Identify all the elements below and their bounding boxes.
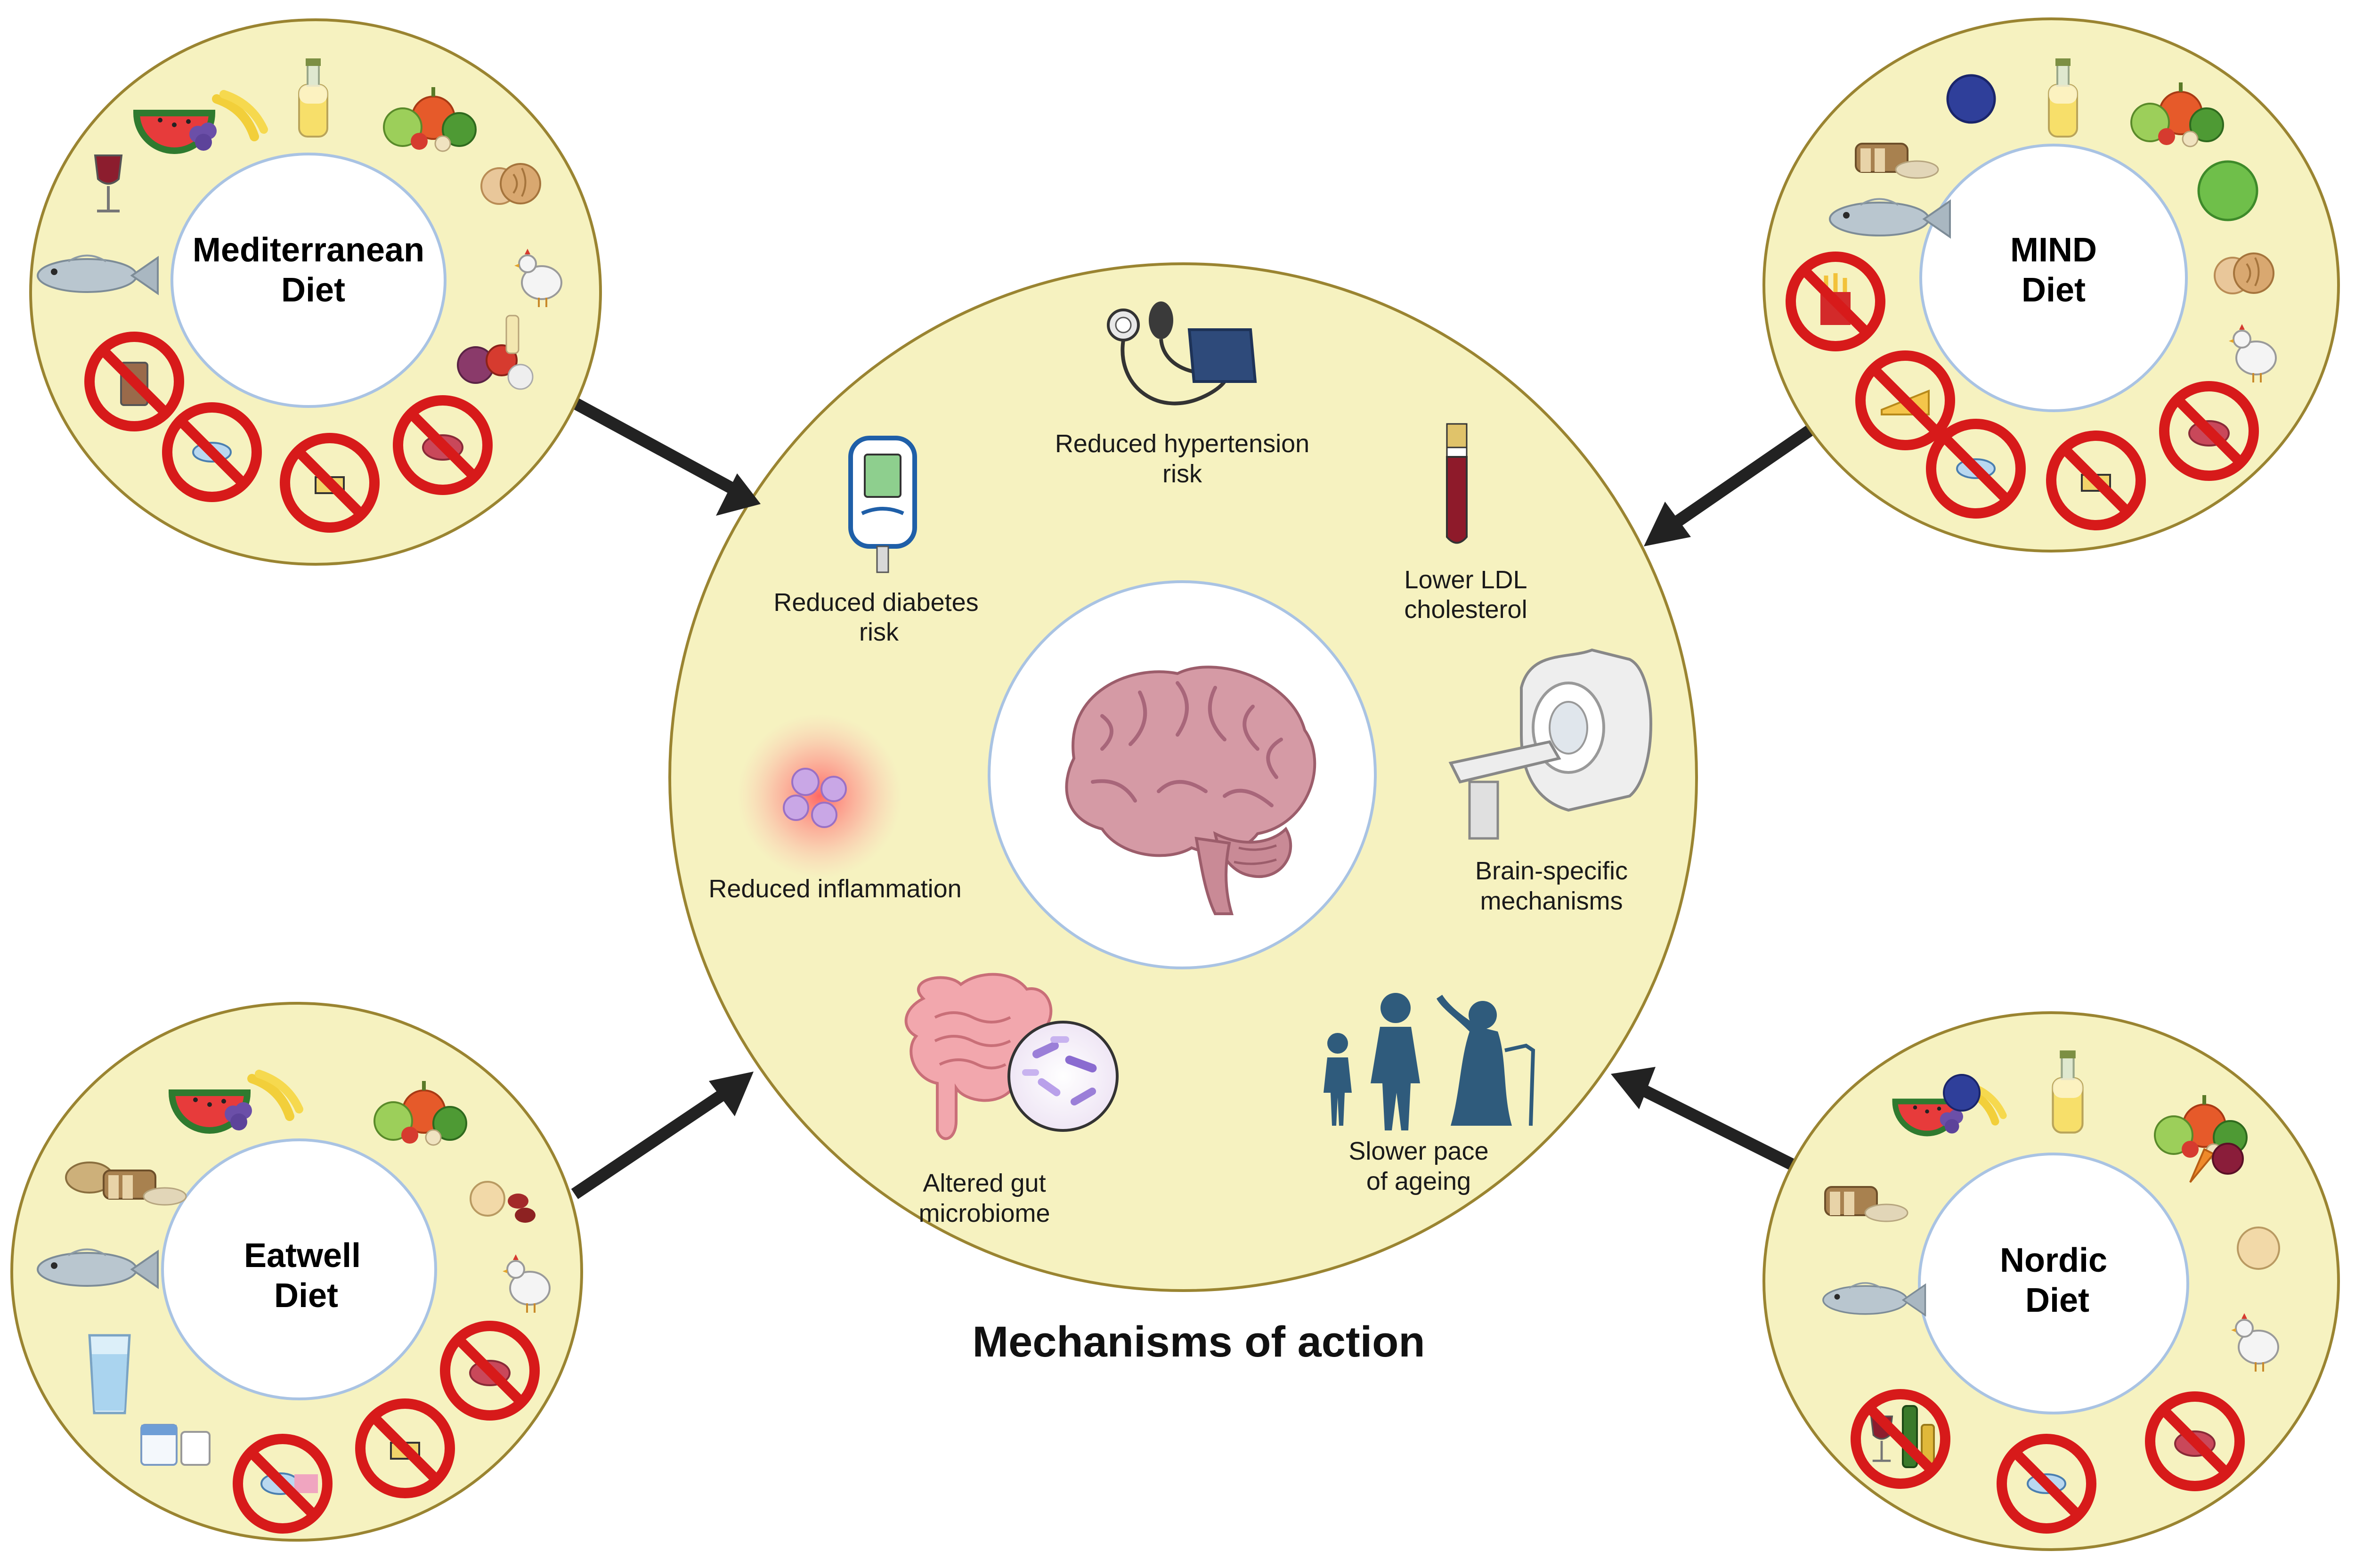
butter-no-icon <box>285 438 374 528</box>
root-vegetables-icon <box>2155 1095 2247 1183</box>
ageing-people-icon <box>1324 993 1535 1130</box>
sweets-no-icon <box>2002 1439 2091 1528</box>
arrow-eatwell <box>571 1072 754 1199</box>
arrow-mind <box>1644 421 1819 546</box>
red-meat-no-icon <box>2164 386 2254 476</box>
legumes-icon <box>470 1181 536 1223</box>
red-meat-no-icon <box>398 400 487 490</box>
inflammation-icon <box>737 714 902 878</box>
red-meat-no-icon <box>2150 1397 2240 1486</box>
mri-scanner-icon <box>1448 648 1652 840</box>
glucose-meter-icon <box>848 436 917 573</box>
soft-drink-no-icon <box>89 337 179 426</box>
ageing-label-line2: of ageing <box>1366 1167 1471 1195</box>
microbe-icon <box>1007 1021 1119 1132</box>
butter-no-icon <box>360 1404 450 1493</box>
blood-pressure-monitor-icon <box>1107 301 1257 406</box>
hypertension-label-line1: Reduced hypertension <box>1055 430 1309 458</box>
nuts-icon <box>2237 1227 2280 1270</box>
nordic-diet-plate: Nordic Diet <box>1762 1011 2340 1551</box>
nuts-icon <box>2214 252 2274 294</box>
dairy-icon <box>140 1424 211 1466</box>
gut-label-line2: microbiome <box>918 1199 1050 1227</box>
mind-title-line1: MIND <box>2010 231 2097 269</box>
mind-diet-plate: MIND Diet <box>1762 17 2340 552</box>
diabetes-label-line1: Reduced diabetes <box>773 588 978 617</box>
fried-food-no-icon <box>1791 257 1880 346</box>
sweets-no-icon <box>167 407 257 497</box>
leafy-greens-icon <box>2197 160 2258 221</box>
main-title: Mechanisms of action <box>972 1318 1425 1366</box>
blood-tube-icon <box>1446 423 1468 544</box>
nordic-title-line1: Nordic <box>2000 1242 2107 1279</box>
butter-no-icon <box>2051 436 2141 525</box>
blueberry-icon <box>1946 74 1996 124</box>
brain-mechanisms-label-line1: Brain-specific <box>1475 857 1628 885</box>
berries-fruit-icon <box>1895 1074 2004 1134</box>
sweets-no-icon <box>1931 424 2021 513</box>
inflammation-label: Reduced inflammation <box>708 875 961 903</box>
gut-label-line1: Altered gut <box>923 1169 1046 1197</box>
arrow-nordic <box>1611 1067 1797 1171</box>
potato-bread-icon <box>65 1162 187 1206</box>
eatwell-diet-plate: Eatwell Diet <box>10 1002 583 1542</box>
cheese-no-icon <box>1860 356 1950 445</box>
hypertension-label-line2: risk <box>1162 460 1202 488</box>
sweets-no-icon <box>238 1439 327 1528</box>
nuts-icon <box>480 163 541 205</box>
mediterranean-diet-plate: Mediterranean Diet <box>29 18 602 566</box>
eatwell-title-line2: Diet <box>274 1277 338 1315</box>
water-icon <box>88 1334 131 1414</box>
ldl-label-line1: Lower LDL <box>1404 566 1527 594</box>
red-meat-no-icon <box>445 1326 535 1415</box>
nordic-title-line2: Diet <box>2025 1282 2089 1319</box>
brain-mechanisms-label-line2: mechanisms <box>1480 887 1623 915</box>
mind-title-line2: Diet <box>2022 271 2086 309</box>
ldl-label-line2: cholesterol <box>1404 595 1527 624</box>
onion-tomato-icon <box>457 315 534 390</box>
brain-icon <box>1065 666 1316 915</box>
diabetes-label-line2: risk <box>859 618 899 646</box>
eatwell-title-line1: Eatwell <box>244 1237 361 1275</box>
arrow-mediterranean <box>567 395 761 516</box>
alcohol-no-icon <box>1856 1394 1945 1484</box>
ageing-label-line1: Slower pace <box>1348 1137 1488 1165</box>
mediterranean-title-line2: Diet <box>281 271 345 309</box>
mediterranean-title-line1: Mediterranean <box>193 231 424 269</box>
